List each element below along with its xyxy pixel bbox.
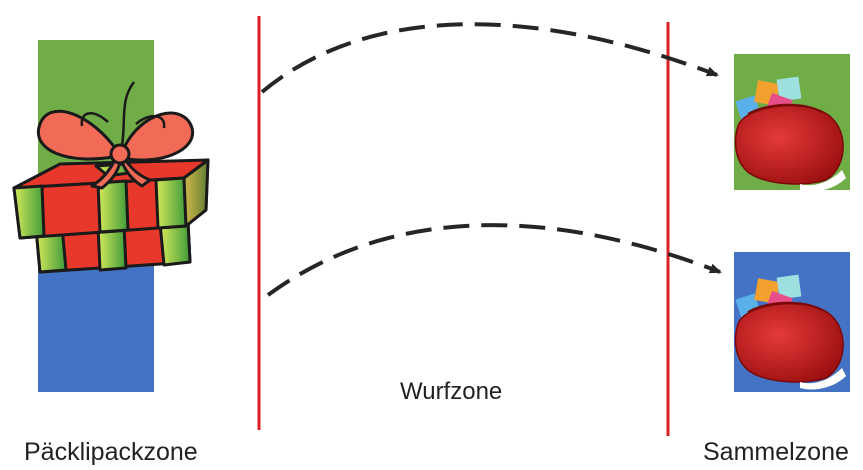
collection-target-blue	[734, 252, 850, 392]
santa-sack-icon	[734, 274, 846, 390]
packing-zone-label: Päcklipackzone	[24, 438, 198, 466]
lower-throw-path	[266, 223, 722, 297]
throw-zone-label: Wurfzone	[400, 378, 503, 405]
santa-sack-icon	[734, 76, 846, 192]
upper-throw-path	[260, 22, 719, 94]
collection-zone-label: Sammelzone	[703, 438, 849, 466]
collection-target-green	[734, 54, 850, 192]
gift-box-icon	[12, 81, 210, 274]
